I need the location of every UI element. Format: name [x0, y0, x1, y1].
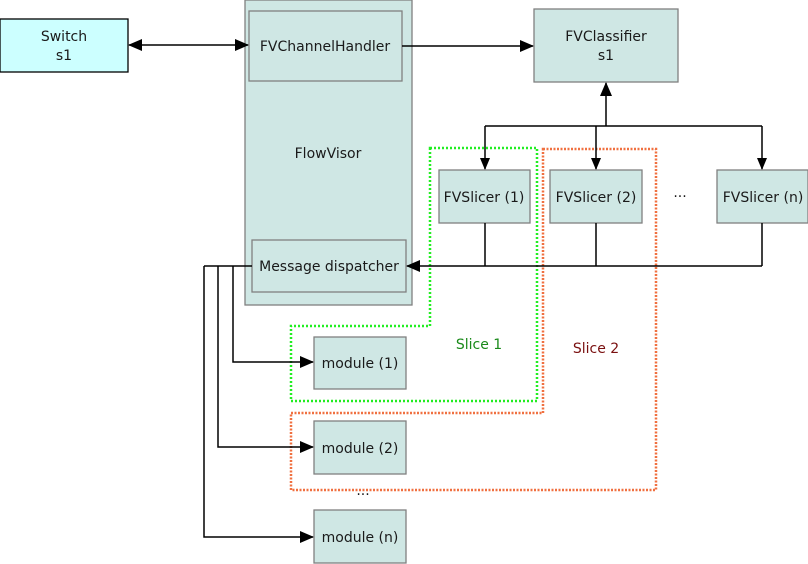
- slicer-node-n[interactable]: FVSlicer (n): [716, 169, 808, 224]
- module-node-2[interactable]: module (2): [313, 420, 407, 475]
- slicer-label: FVSlicer (2): [556, 190, 637, 206]
- module-label: module (1): [322, 356, 399, 372]
- channel-handler-node[interactable]: FVChannelHandler: [248, 10, 403, 82]
- classifier-node[interactable]: FVClassifier s1: [533, 8, 679, 83]
- slicer-node-1[interactable]: FVSlicer (1): [438, 169, 531, 224]
- edge-dispatcher-module-1: [232, 266, 314, 368]
- module-ellipsis: ···: [356, 487, 369, 503]
- slice-2-label: Slice 2: [573, 341, 619, 357]
- flowvisor-label: FlowVisor: [295, 146, 362, 162]
- slicer-ellipsis: ···: [673, 189, 686, 205]
- switch-label-line2: s1: [56, 48, 72, 64]
- edge-dispatcher-module-2: [217, 266, 314, 453]
- classifier-label-line1: FVClassifier: [565, 29, 647, 45]
- channel-handler-label: FVChannelHandler: [260, 39, 390, 55]
- slicer-label: FVSlicer (1): [444, 190, 525, 206]
- message-dispatcher-node[interactable]: Message dispatcher: [251, 239, 407, 293]
- slicer-node-2[interactable]: FVSlicer (2): [549, 169, 643, 224]
- module-node-1[interactable]: module (1): [313, 336, 407, 390]
- classifier-label-line2: s1: [598, 48, 614, 64]
- module-label: module (2): [322, 441, 399, 457]
- slice-1-label: Slice 1: [456, 337, 502, 353]
- edge-dispatcher-module-n: [203, 266, 314, 543]
- module-label: module (n): [322, 530, 399, 546]
- switch-node[interactable]: Switch s1: [0, 18, 129, 73]
- switch-label-line1: Switch: [41, 29, 87, 45]
- slicer-label: FVSlicer (n): [723, 190, 804, 206]
- slice-1-region: [289, 146, 539, 403]
- module-node-n[interactable]: module (n): [313, 509, 407, 564]
- message-dispatcher-label: Message dispatcher: [259, 259, 399, 275]
- slice-2-region: [289, 147, 658, 492]
